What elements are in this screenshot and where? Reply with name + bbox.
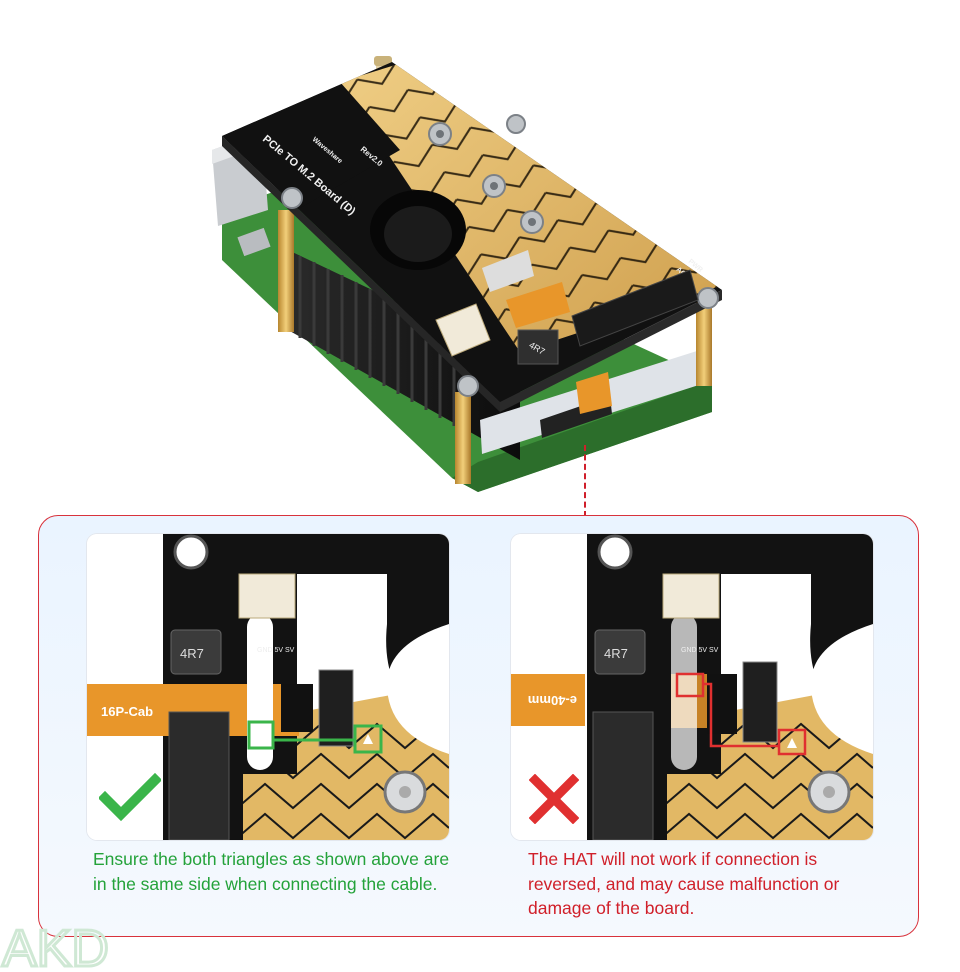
wrong-inductor-label: 4R7 [604,646,628,661]
watermark-text: AKD [2,920,109,972]
correct-cable-label: 16P-Cab [101,704,153,719]
cross-icon [529,774,579,824]
watermark-logo: AKD [1,919,111,972]
correct-example-card: 16P-Cab 4R7 GND 5V SV [87,534,449,840]
check-icon [99,772,161,822]
screws [281,114,719,397]
correct-caption: Ensure the both triangles as shown above… [93,849,450,894]
wrong-pin-labels: GND 5V SV [681,647,719,654]
callout-line [584,445,586,517]
correct-pin-labels: GND 5V SV [257,647,295,654]
wrong-caption: The HAT will not work if connection is r… [528,849,840,918]
board-photo: PCIe TO M.2 Board (D) Rev2.0 Waveshare A… [212,56,722,492]
wrong-example-card: e-40mm 4R7 GND 5V SV [511,534,873,840]
correct-inductor-label: 4R7 [180,646,204,661]
wrong-cable-label: e-40mm [528,693,577,708]
